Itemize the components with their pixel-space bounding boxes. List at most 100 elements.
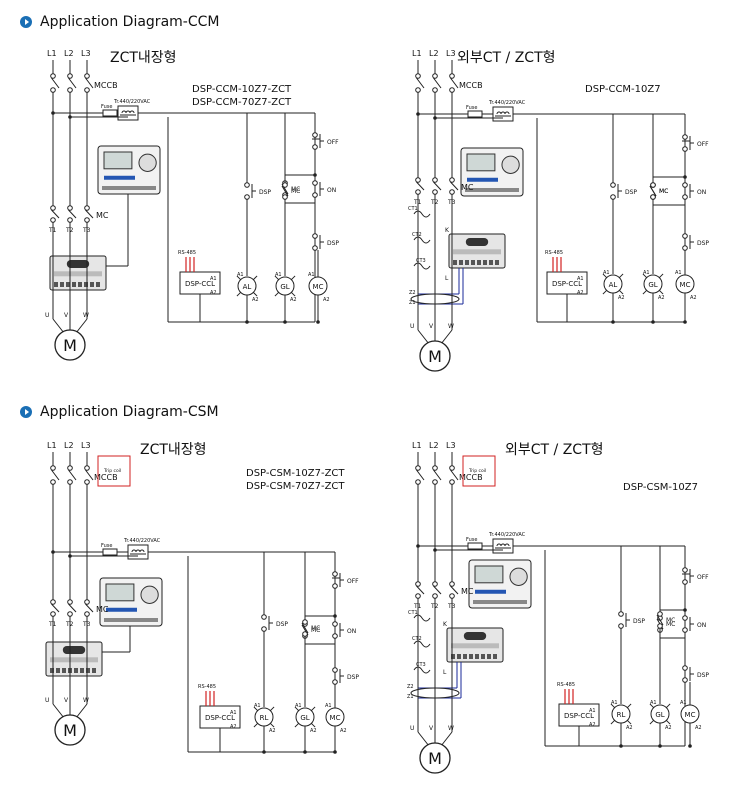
junction-dot <box>303 750 307 754</box>
push-button-label: DSP <box>697 240 709 247</box>
phase-label: L3 <box>446 49 456 58</box>
lamp-terminal: A1 <box>643 270 650 276</box>
terminal-circle <box>432 593 438 599</box>
zct-label: Z1 <box>409 300 416 306</box>
terminal-circle <box>84 599 90 605</box>
phase-label: L2 <box>64 49 74 58</box>
motor-icon <box>54 714 86 746</box>
relay-strip <box>453 249 501 255</box>
terminal-label: T2 <box>65 621 74 628</box>
phase-label: L3 <box>446 441 456 450</box>
mccb-label: MCCB <box>94 81 118 90</box>
mccb-contact <box>51 77 60 89</box>
terminal-circle <box>312 180 318 186</box>
fuse-label: Fuse <box>466 105 477 111</box>
lamp-terminal: A1 <box>650 700 657 706</box>
terminal-circle <box>50 217 56 223</box>
terminal-circle <box>50 599 56 605</box>
relay-terminal <box>72 282 76 287</box>
motor-terminal-label: U <box>45 312 49 319</box>
mc-contact <box>450 585 459 595</box>
motor-terminal-label: V <box>429 725 434 732</box>
push-button-label: OFF <box>327 139 339 146</box>
motor-label: M <box>63 336 77 355</box>
mc-contact <box>416 181 425 191</box>
wire <box>52 703 65 719</box>
relay-terminal <box>469 654 473 659</box>
section-title: Application Diagram-CCM <box>40 14 220 30</box>
ct-label: CT3 <box>416 258 426 264</box>
mc-contact <box>68 209 77 219</box>
relay-terminal <box>463 654 467 659</box>
fuse-label: Fuse <box>101 104 112 110</box>
relay-terminal <box>457 654 461 659</box>
terminal-circle <box>50 87 56 93</box>
terminal-circle <box>67 465 73 471</box>
lamp-label: AL <box>609 281 618 289</box>
zct-label: Z2 <box>409 290 416 296</box>
wire <box>417 731 430 747</box>
push-button-label: ON <box>697 189 706 196</box>
lamp-ray <box>294 706 300 712</box>
mccb-contact <box>85 469 94 481</box>
dsp-ccl-label: DSP-CCL <box>564 712 594 720</box>
relay-terminal <box>465 260 469 265</box>
terminal-label: T1 <box>413 199 422 206</box>
transformer-icon <box>492 538 514 554</box>
terminal-circle <box>302 631 308 637</box>
relay-terminal <box>453 260 457 265</box>
terminal-circle <box>332 633 338 639</box>
terminal-circle <box>312 132 318 138</box>
ct-coil-icon <box>413 262 431 270</box>
lamp-terminal: A1 <box>254 703 261 709</box>
terminal-circle <box>332 571 338 577</box>
terminal-circle <box>650 182 656 188</box>
terminal-circle <box>67 479 73 485</box>
lamp-ray <box>665 703 671 709</box>
transformer-coil <box>129 110 135 114</box>
junction-dot <box>333 750 337 754</box>
terminal-circle <box>50 465 56 471</box>
contact-label: MC <box>291 186 300 193</box>
terminal-circle <box>415 581 421 587</box>
mc-coil-label: MC <box>313 283 324 291</box>
lamp-terminal: A2 <box>269 728 276 734</box>
lamp-ray <box>253 706 259 712</box>
fuse-icon <box>102 548 118 556</box>
lamp-ray <box>236 275 242 281</box>
terminal-circle <box>282 182 288 188</box>
lamp-terminal: A1 <box>325 703 332 709</box>
motor-terminal-label: U <box>45 697 49 704</box>
lamp-ray <box>310 706 316 712</box>
push-button-label: DSP <box>347 674 359 681</box>
lamp-ray <box>642 273 648 279</box>
contact-icon <box>656 614 664 626</box>
mccb-contact <box>68 469 77 481</box>
mc-label: MC <box>461 183 474 192</box>
motor-icon <box>419 742 451 774</box>
transformer-icon <box>127 544 149 560</box>
relay-terminal <box>90 282 94 287</box>
mc-coil-label: MC <box>685 711 696 719</box>
mccb-contact <box>85 77 94 89</box>
push-button-label: OFF <box>347 578 359 585</box>
terminal-circle <box>312 233 318 239</box>
mc-contact <box>51 603 60 613</box>
trip-coil-label: Trip coil <box>468 468 486 474</box>
transformer-coil <box>504 111 510 115</box>
terminal-circle <box>432 581 438 587</box>
ct-coil-icon <box>413 210 431 218</box>
module-terminal-label: A2 <box>210 290 217 296</box>
trip-coil-box <box>462 455 496 487</box>
lamp-ray <box>252 291 258 297</box>
lamp-terminal: A1 <box>308 272 315 278</box>
transformer-label: Tr.440/220VAC <box>488 100 526 106</box>
phase-label: L1 <box>412 49 422 58</box>
terminal-circle <box>650 194 656 200</box>
mc-contact <box>68 603 77 613</box>
lamp-terminal: A1 <box>295 703 302 709</box>
junction-dot <box>658 744 662 748</box>
mc-contact <box>85 209 94 219</box>
terminal-circle <box>682 194 688 200</box>
